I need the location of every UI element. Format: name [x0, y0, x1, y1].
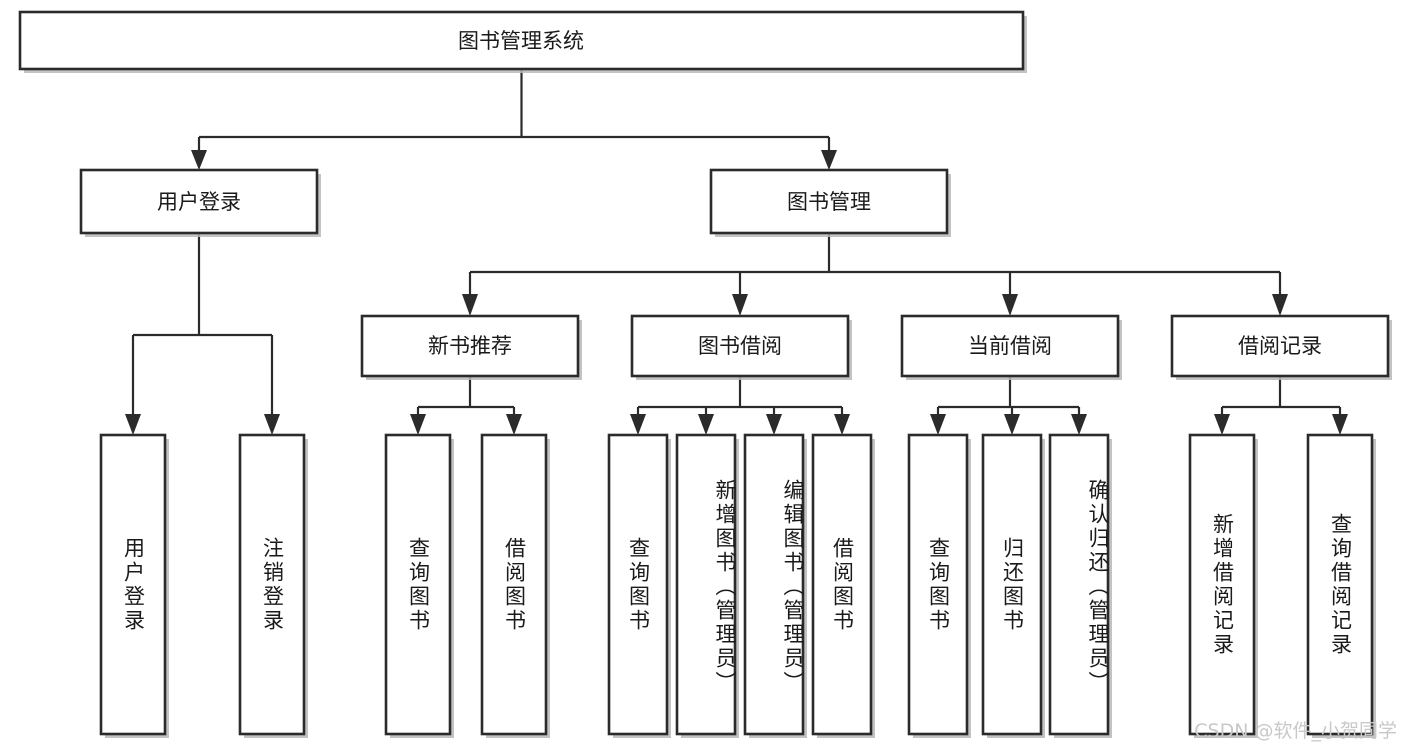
leaf-add-book[interactable]: [675, 433, 737, 736]
leaf-user-login[interactable]: [99, 433, 167, 736]
leaf-add-record[interactable]: [1188, 433, 1256, 736]
arrow-to-leaf-query-book-2: [630, 414, 646, 435]
node-book-borrow[interactable]: [630, 314, 850, 378]
node-book-mgmt[interactable]: [709, 168, 949, 235]
leaf-query-book-2[interactable]: [607, 433, 669, 736]
node-borrow-record[interactable]: [1170, 314, 1390, 378]
node-user-login[interactable]: [79, 168, 319, 235]
leaf-confirm-return[interactable]: [1048, 433, 1110, 736]
edge-layer: [125, 69, 1348, 435]
node-book-mgmt-label: 图书管理: [787, 190, 871, 214]
arrow-to-current-borrow: [1002, 294, 1018, 316]
leaf-query-record[interactable]: [1306, 433, 1374, 736]
arrow-to-new-book-rec: [462, 294, 478, 316]
node-book-borrow-label: 图书借阅: [698, 334, 782, 358]
arrow-to-leaf-query-book-1: [410, 414, 426, 435]
leaf-rects: [99, 433, 1376, 738]
arrow-to-leaf-user-login: [125, 414, 141, 435]
arrow-to-leaf-borrow-book-2: [834, 414, 850, 435]
leaf-borrow-book-2[interactable]: [811, 433, 873, 736]
arrow-to-leaf-borrow-book-1: [506, 414, 522, 435]
arrow-to-book-borrow: [732, 294, 748, 316]
leaf-query-book-3[interactable]: [907, 433, 969, 736]
node-root[interactable]: [18, 10, 1025, 71]
arrow-to-leaf-return-book: [1004, 414, 1020, 435]
leaf-borrow-book-1[interactable]: [480, 433, 548, 736]
node-new-book-rec[interactable]: [360, 314, 580, 378]
leaf-edit-book[interactable]: [743, 433, 805, 736]
arrow-to-leaf-edit-book: [766, 414, 782, 435]
arrow-to-user-login: [191, 150, 207, 170]
node-current-borrow-label: 当前借阅: [968, 334, 1052, 358]
arrow-to-leaf-add-book: [698, 414, 714, 435]
node-borrow-record-label: 借阅记录: [1238, 334, 1322, 358]
arrow-to-leaf-add-record: [1214, 414, 1230, 435]
node-root-label: 图书管理系统: [458, 29, 584, 53]
arrow-to-leaf-logout: [264, 414, 280, 435]
csdn-watermark: CSDN @软件_小贺同学: [1194, 720, 1397, 742]
arrow-to-borrow-record: [1272, 294, 1288, 316]
node-new-book-rec-label: 新书推荐: [428, 334, 512, 358]
leaf-query-book-1[interactable]: [384, 433, 452, 736]
leaf-return-book[interactable]: [981, 433, 1043, 736]
node-user-login-label: 用户登录: [157, 190, 241, 214]
arrow-to-leaf-confirm-return: [1071, 414, 1087, 435]
arrow-to-leaf-query-book-3: [930, 414, 946, 435]
arrow-to-book-mgmt: [821, 150, 837, 170]
leaf-logout[interactable]: [238, 433, 306, 736]
arrow-to-leaf-query-record: [1332, 414, 1348, 435]
node-layer: 图书管理系统 用户登录 图书管理 新书推荐 图书借阅 当前借阅 借阅记录: [18, 10, 1392, 738]
node-current-borrow[interactable]: [900, 314, 1120, 378]
